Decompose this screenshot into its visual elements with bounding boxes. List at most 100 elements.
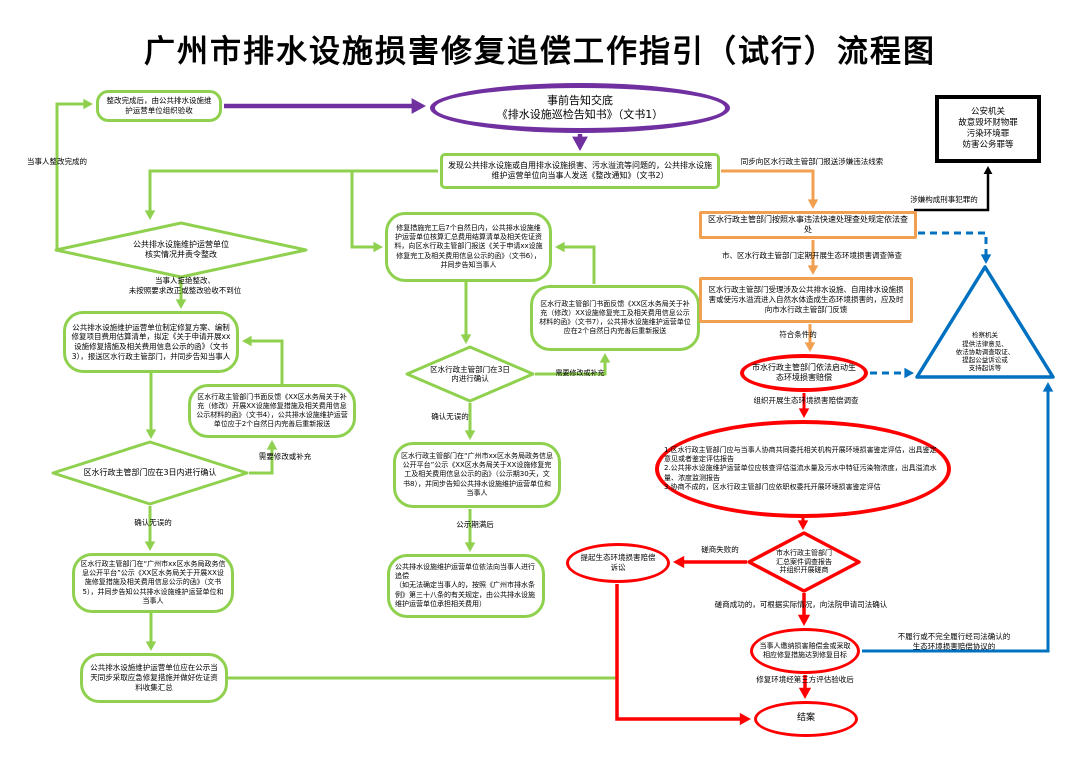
node-problem-found: 发现公共排水设施或自用排水设施损害、污水溢流等问题的，公共排水设施维护运营单位向… xyxy=(440,153,720,189)
edge-consult-to-litigation-arrowhead xyxy=(673,555,685,569)
node-police: 公安机关 故意毁坏财物罪 污染环境罪 妨害公务罪等 xyxy=(935,95,1041,163)
label-publicity-end: 公示期满后 xyxy=(456,520,494,529)
edge-problem-to-enforce xyxy=(721,169,815,203)
node-doc5-label: 区水行政主管部门在“广州市xx区水务局政务信息公开平台”公示《XX区水务局关于开… xyxy=(80,560,226,605)
node-doc5: 区水行政主管部门在“广州市xx区水务局政务信息公开平台”公示《XX区水务局关于开… xyxy=(72,553,234,613)
node-confirm-2-diamond-label: 区水行政主管部门在3日 内进行确认 xyxy=(430,364,510,383)
edge-pay-to-procuratorate xyxy=(862,388,1050,653)
label-confirmed-2: 确认无误的 xyxy=(431,412,469,421)
edge-litigation-to-close-arrowhead xyxy=(739,712,751,726)
node-acceptance-label: 整改完成后，由公共排水设施维护运营单位组织验收 xyxy=(106,96,212,115)
node-doc8: 区水行政主管部门在“广州市xx区水务局政务信息公开平台”公示《XX区水务局关于X… xyxy=(393,442,561,508)
edge-pay-to-close-arrowhead xyxy=(798,687,812,699)
edge-doc5-to-repair-arrowhead xyxy=(145,641,157,651)
node-close-case-label: 结案 xyxy=(796,713,815,724)
node-doc7: 区水行政主管部门书面反馈《XX区水务局关于补充（修改）XX设施修复完工及相关费用… xyxy=(530,285,700,351)
node-confirm-1-diamond: 区水行政主管部门应在3日内进行确认 xyxy=(51,440,249,506)
edge-confirm2-to-doc8-arrowhead xyxy=(464,430,476,440)
node-water-enforcement: 区水行政主管部门按照水事违法快速处理查处规定依法查处 xyxy=(699,211,917,239)
node-procuratorate-triangle: 检察机关 提供法律意见、 依法协助调查取证、 提起公益诉讼或 支持起诉等 xyxy=(915,265,1055,379)
label-consult-success: 磋商成功的，可根据实际情况，向法院申请司法确认 xyxy=(714,600,888,609)
node-assessment-label: 1.区水行政主管部门应与当事人协商共同委托相关机构开展环境损害鉴定评估，出具鉴定… xyxy=(664,446,937,491)
node-doc7-label: 区水行政主管部门书面反馈《XX区水务局关于补充（修改）XX设施修复完工及相关费用… xyxy=(539,299,691,336)
edge-doc3-to-confirm1-arrowhead xyxy=(145,429,157,439)
edge-problem-to-enforce-arrowhead xyxy=(807,199,819,209)
node-litigation-label: 提起生态环境损害赔偿 诉讼 xyxy=(580,553,656,572)
node-start-compensation-label: 市水行政主管部门依法启动生态环境损害赔偿 xyxy=(752,362,856,382)
edge-doc7-to-doc6 xyxy=(561,245,596,284)
label-criminal-suspect: 涉嫌构成刑事犯罪的 xyxy=(910,195,978,204)
edge-confirm2-to-doc7-arrowhead xyxy=(599,353,611,363)
node-doc4: 区水行政主管部门书面反馈《XX区水务局关于补充（修改）开展XX设施修复措施及相关… xyxy=(188,384,356,438)
edge-verify-to-acceptance-arrowhead xyxy=(83,98,93,110)
label-need-fix-1: 需要修改或补充 xyxy=(258,452,312,461)
page-title: 广州市排水设施损害修复追偿工作指引（试行）流程图 xyxy=(144,34,936,70)
node-doc6-label: 修复措施完工后7个自然日内，公共排水设施维护运营单位核算汇总费用结算清单及相关佐… xyxy=(394,224,543,269)
node-consultation-diamond: 市水行政主管部门 汇总案件调查报告 并组织开展磋商 xyxy=(747,531,861,593)
label-third-party-check: 修复环境经第三方评估验收后 xyxy=(756,675,854,684)
label-party-completed: 当事人整改完成的 xyxy=(27,157,87,166)
label-refuse-rectify: 当事人拒绝整改、 未按照要求改正或整改验收不到位 xyxy=(128,276,242,295)
node-acceptance: 整改完成后，由公共排水设施维护运营单位组织验收 xyxy=(96,90,222,122)
label-not-perform: 不履行或不完全履行经司法确认的 生态环境损害赔偿协议的 xyxy=(897,632,1011,651)
edge-consult-to-pay-arrowhead xyxy=(797,614,811,626)
edge-notice-to-problem-arrowhead xyxy=(572,136,588,151)
label-confirmed-1: 确认无误的 xyxy=(134,518,172,527)
node-litigation: 提起生态环境损害赔偿 诉讼 xyxy=(566,543,670,583)
edge-doc4-to-doc3-arrowhead xyxy=(242,335,252,347)
node-doc3-label: 公共排水设施维护运营单位制定修复方案、编制修复项目费用估算清单，拟定《关于申请开… xyxy=(71,322,231,361)
edge-confirm1-to-doc5-arrowhead xyxy=(144,541,156,551)
node-water-enforcement-label: 区水行政主管部门按照水事违法快速处理查处规定依法查处 xyxy=(708,214,908,234)
edge-acceptance-to-notice-arrowhead xyxy=(411,98,426,114)
node-emergency-repair-label: 公共排水设施维护运营单位应在公示当天同步采取应急修复措施并做好佐证资料收集汇总 xyxy=(90,663,218,692)
node-confirm-2-diamond-shape xyxy=(405,345,535,403)
node-recovery-label: 公共排水设施维护运营单位依法向当事人进行追偿 （如无法确定当事人的，按照《广州市… xyxy=(395,563,535,608)
edge-verify-to-doc3-arrowhead xyxy=(175,299,187,309)
edge-confirm1-to-doc4-arrowhead xyxy=(266,440,278,450)
node-verify-diamond: 公共排水设施维护运营单位 核实情况并责令整改 xyxy=(54,221,308,279)
label-report-clue: 同步向区水行政主管部门报送涉嫌违法线索 xyxy=(740,157,884,166)
node-pay-compensation-label: 当事人缴纳损害赔偿金或采取相应修复措施达到修复目标 xyxy=(759,641,851,659)
label-need-fix-2: 需要修改或补充 xyxy=(555,369,605,377)
node-confirm-2-diamond: 区水行政主管部门在3日 内进行确认 xyxy=(405,345,535,403)
label-damage-screening: 市、区水行政主管部门定期开展生态环境损害调查筛查 xyxy=(722,251,902,260)
edge-problem-to-verify xyxy=(148,169,438,214)
node-procuratorate-triangle-label: 检察机关 提供法律意见、 依法协助调查取证、 提起公益诉讼或 支持起诉等 xyxy=(955,331,1015,372)
edge-feedback-to-start-arrowhead xyxy=(804,342,816,352)
edge-start-to-procuratorate-arrowhead xyxy=(904,367,914,379)
node-procuratorate-triangle-shape xyxy=(915,265,1055,379)
node-confirm-1-diamond-label: 区水行政主管部门应在3日内进行确认 xyxy=(83,468,217,477)
node-pay-compensation: 当事人缴纳损害赔偿金或采取相应修复措施达到修复目标 xyxy=(750,628,860,674)
node-assessment: 1.区水行政主管部门应与当事人协商共同委托相关机构开展环境损害鉴定评估，出具鉴定… xyxy=(655,420,951,518)
node-verify-diamond-label: 公共排水设施维护运营单位 核实情况并责令整改 xyxy=(133,240,229,259)
node-doc8-label: 区水行政主管部门在“广州市xx区水务局政务信息公开平台”公示《XX区水务局关于X… xyxy=(401,452,553,497)
edge-doc4-to-doc3 xyxy=(248,339,284,384)
edge-enforce-to-procuratorate-arrowhead xyxy=(980,254,992,264)
node-recovery: 公共排水设施维护运营单位依法向当事人进行追偿 （如无法确定当事人的，按照《广州市… xyxy=(387,554,545,618)
node-emergency-repair: 公共排水设施维护运营单位应在公示当天同步采取应急修复措施并做好佐证资料收集汇总 xyxy=(80,653,228,703)
node-confirm-1-diamond-shape xyxy=(51,440,249,506)
edge-pay-to-procuratorate-arrowhead xyxy=(1042,382,1054,392)
node-prior-notice-label: 事前告知交底 《排水设施巡检告知书》（文书1） xyxy=(496,93,664,121)
node-consultation-diamond-label: 市水行政主管部门 汇总案件调查报告 并组织开展磋商 xyxy=(776,548,832,575)
node-start-compensation: 市水行政主管部门依法启动生态环境损害赔偿 xyxy=(740,354,868,392)
node-doc6: 修复措施完工后7个自然日内，公共排水设施维护运营单位核算汇总费用结算清单及相关佐… xyxy=(385,212,552,282)
label-consult-fail: 磋商失败的 xyxy=(701,545,739,554)
node-consultation-diamond-shape xyxy=(747,531,861,593)
node-district-feedback: 区水行政主管部门受理涉及公共排水设施、自用排水设施损害或使污水溢流进入自然水体造… xyxy=(699,277,913,323)
label-damage-investigation: 组织开展生态环境损害赔偿调查 xyxy=(753,396,859,405)
node-close-case: 结案 xyxy=(754,701,858,737)
node-prior-notice: 事前告知交底 《排水设施巡检告知书》（文书1） xyxy=(430,83,730,133)
edge-start-to-assessment-arrowhead xyxy=(798,408,810,418)
node-verify-diamond-shape xyxy=(54,221,308,279)
label-qualified: 符合条件的 xyxy=(779,330,817,339)
node-district-feedback-label: 区水行政主管部门受理涉及公共排水设施、自用排水设施损害或使污水溢流进入自然水体造… xyxy=(708,285,904,314)
edge-branch-to-doc6-arrowhead xyxy=(373,241,383,253)
node-doc4-label: 区水行政主管部门书面反馈《XX区水务局关于补充（修改）开展XX设施修复措施及相关… xyxy=(196,392,348,429)
edge-enforce-to-feedback-arrowhead xyxy=(807,265,819,275)
edge-branch-to-doc6 xyxy=(350,171,377,249)
edge-doc7-to-doc6-arrowhead xyxy=(555,241,565,253)
edge-doc8-to-recovery-arrowhead xyxy=(464,542,476,552)
edge-problem-to-verify-arrowhead xyxy=(144,210,156,220)
edge-doc6-to-confirm2-arrowhead xyxy=(460,334,472,344)
